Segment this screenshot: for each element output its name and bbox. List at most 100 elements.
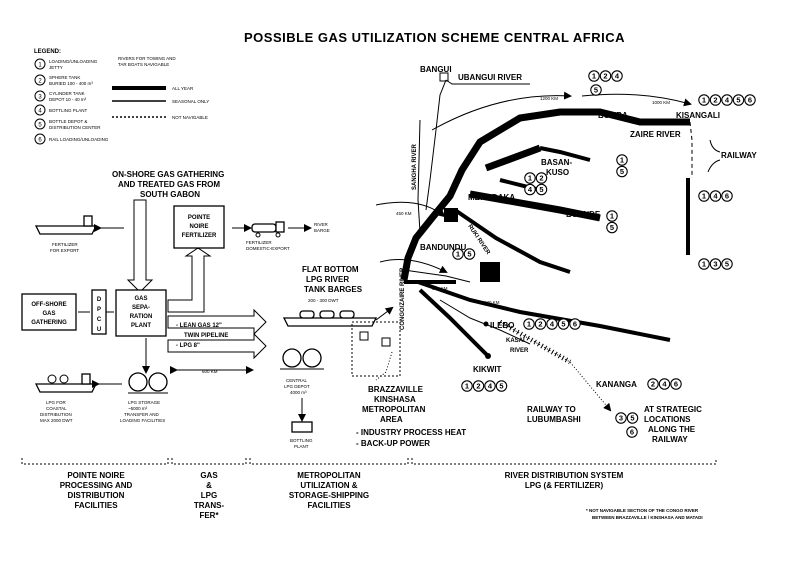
svg-text:METROPOLITAN: METROPOLITAN xyxy=(362,405,426,414)
legend-item-1: 1 LOADING/UNLOADING JETTY xyxy=(34,58,98,70)
svg-text:COASTAL: COASTAL xyxy=(46,406,67,411)
ilebo-code-2: 2 xyxy=(534,318,547,330)
svg-text:1: 1 xyxy=(702,192,706,201)
svg-text:4: 4 xyxy=(550,320,555,329)
svg-text:LPG RIVER: LPG RIVER xyxy=(306,275,349,284)
svg-text:BRAZZAVILLE: BRAZZAVILLE xyxy=(368,385,424,394)
onshore-label-1: ON-SHORE GAS GATHERING xyxy=(112,170,224,179)
kisangali-code-6: 6 xyxy=(744,94,756,106)
svg-text:SEPA-: SEPA- xyxy=(132,305,150,311)
svg-text:RAIL LOADING/UNLOADING: RAIL LOADING/UNLOADING xyxy=(49,137,109,142)
central-depot-sphere-1 xyxy=(282,348,302,368)
svg-text:DEPOT 10 - 40 m³: DEPOT 10 - 40 m³ xyxy=(49,97,87,102)
svg-text:STORAGE-SHIPPING: STORAGE-SHIPPING xyxy=(289,491,369,500)
svg-text:- LEAN GAS 12": - LEAN GAS 12" xyxy=(176,323,222,329)
kindu-code-5: 5 xyxy=(721,258,733,270)
strategic-label-2: LOCATIONS xyxy=(644,415,691,424)
svg-text:2: 2 xyxy=(538,320,542,329)
basankuso-label-2: KUSO xyxy=(546,168,569,177)
svg-text:FERTILIZER: FERTILIZER xyxy=(182,233,217,239)
svg-text:6: 6 xyxy=(630,428,634,437)
zaire-river-main xyxy=(400,108,690,281)
basankuso-label-1: BASAN- xyxy=(541,158,572,167)
ilebo-code-1: 1 xyxy=(523,318,535,330)
lean-gas-pipeline-arrow xyxy=(167,308,267,336)
svg-text:5: 5 xyxy=(725,260,729,269)
fertilizer-truck xyxy=(251,223,277,233)
svg-text:KINSHASA: KINSHASA xyxy=(374,395,416,404)
svg-text:4000 m³: 4000 m³ xyxy=(290,390,307,395)
ubangui-lower xyxy=(425,79,447,211)
bangui-code-2: 2 xyxy=(599,70,612,82)
svg-text:2: 2 xyxy=(539,174,543,183)
svg-text:4: 4 xyxy=(528,185,533,194)
svg-text:CENTRAL: CENTRAL xyxy=(286,378,308,383)
branch-ilebo xyxy=(417,280,671,342)
bandundu-label: BANDUNDU xyxy=(420,243,466,252)
svg-text:FERTILIZER: FERTILIZER xyxy=(246,240,272,245)
svg-text:1: 1 xyxy=(702,260,706,269)
svg-text:RIVERS FOR TOWING AND: RIVERS FOR TOWING AND xyxy=(118,56,176,61)
mbandaka-code-5: 5 xyxy=(535,183,548,196)
svg-text:2: 2 xyxy=(38,79,42,85)
svg-text:C: C xyxy=(97,317,102,323)
svg-text:RIVER: RIVER xyxy=(314,222,329,227)
legend-item-2: 2 SPHERE TANK BURIED 100 - 400 m³ xyxy=(34,74,93,86)
svg-text:GAS: GAS xyxy=(134,296,147,302)
svg-text:GATHERING: GATHERING xyxy=(31,320,67,326)
svg-text:TAR BOATS NAVIGABLE: TAR BOATS NAVIGABLE xyxy=(118,62,169,67)
kindu-code-3: 3 xyxy=(709,258,722,270)
svg-text:5: 5 xyxy=(630,414,634,423)
strategic_a-code-3: 3 xyxy=(615,412,627,424)
kisangali-code-2: 2 xyxy=(709,94,722,106)
svg-text:POINTE: POINTE xyxy=(188,215,210,221)
kananga-code-6: 6 xyxy=(670,378,682,390)
legend: LEGEND: 1 LOADING/UNLOADING JETTY 2 SPHE… xyxy=(34,49,209,145)
kikwit-marker xyxy=(485,353,491,359)
kindu-code-1: 1 xyxy=(698,258,710,270)
svg-text:1: 1 xyxy=(702,96,706,105)
footnote-line-1: * NOT NAVIGABLE SECTION OF THE CONGO RIV… xyxy=(586,508,699,513)
svg-text:LOADING FACILITIES: LOADING FACILITIES xyxy=(120,418,165,423)
svg-text:5: 5 xyxy=(499,382,503,391)
svg-text:TWIN PIPELINE: TWIN PIPELINE xyxy=(184,333,228,339)
legend-item-6: 6 RAIL LOADING/UNLOADING xyxy=(34,133,109,145)
kikwit-code-4: 4 xyxy=(484,380,496,392)
legend-item-5: 5 BOTTLE DEPOT & DISTRIBUTION CENTER xyxy=(34,118,101,130)
ilebo-code-6: 6 xyxy=(569,318,581,330)
svg-text:P: P xyxy=(97,307,101,313)
pointe-noire-process: ON-SHORE GAS GATHERING AND TREATED GAS F… xyxy=(21,170,330,423)
offshore-gathering-box xyxy=(21,293,77,331)
legend-heading: LEGEND: xyxy=(34,49,61,55)
ubundu-code-4: 4 xyxy=(709,190,722,202)
branch-ruki xyxy=(453,208,571,274)
svg-text:5: 5 xyxy=(736,96,740,105)
bottling-plant xyxy=(291,421,313,433)
svg-text:PLANT: PLANT xyxy=(294,444,309,449)
kisangali-code-1: 1 xyxy=(698,94,710,106)
railway-to-label-1: RAILWAY TO xyxy=(527,405,576,414)
svg-text:FOR EXPORT: FOR EXPORT xyxy=(50,248,79,253)
strategic-label-1: AT STRATEGIC xyxy=(644,405,702,414)
svg-text:200 - 300 DWT: 200 - 300 DWT xyxy=(308,298,339,303)
svg-text:4: 4 xyxy=(38,109,42,115)
dist-600-label: 600 KM xyxy=(432,286,448,291)
section-brackets: POINTE NOIRE PROCESSING AND DISTRIBUTION… xyxy=(21,458,717,520)
svg-text:1: 1 xyxy=(527,320,531,329)
railway-to-lubumbashi xyxy=(499,321,612,412)
svg-text:TRANSFER AND: TRANSFER AND xyxy=(124,412,160,417)
bumba-marker xyxy=(595,109,601,115)
kananga-code-2: 2 xyxy=(647,378,659,390)
svg-text:JETTY: JETTY xyxy=(49,65,63,70)
svg-text:DOMESTIC-EXPORT: DOMESTIC-EXPORT xyxy=(246,246,290,251)
svg-text:5: 5 xyxy=(561,320,565,329)
svg-text:2: 2 xyxy=(603,72,607,81)
arc-to-bumba xyxy=(431,91,572,131)
branch-basankuso-1 xyxy=(484,144,542,172)
bangui-marker xyxy=(439,72,449,82)
svg-text:METROPOLITAN: METROPOLITAN xyxy=(297,471,361,480)
svg-text:6: 6 xyxy=(674,380,678,389)
svg-text:5: 5 xyxy=(467,250,471,259)
svg-text:2: 2 xyxy=(476,382,480,391)
